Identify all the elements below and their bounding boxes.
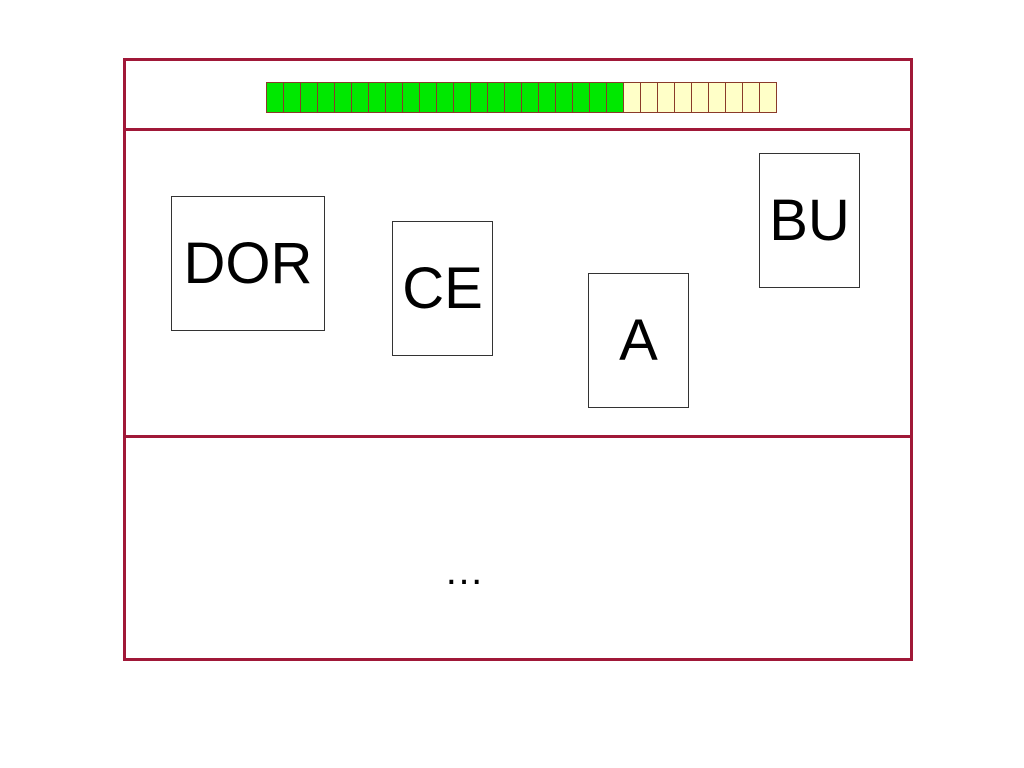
progress-segment-empty	[692, 82, 709, 113]
continuation-ellipsis: …	[444, 549, 486, 593]
card-dor: DOR	[171, 196, 325, 331]
progress-segment-filled	[471, 82, 488, 113]
progress-segment-empty	[743, 82, 760, 113]
progress-segment-filled	[556, 82, 573, 113]
progress-bar	[266, 82, 777, 113]
progress-segment-filled	[437, 82, 454, 113]
bottom-divider	[126, 435, 910, 438]
progress-segment-filled	[386, 82, 403, 113]
progress-segment-filled	[335, 82, 352, 113]
progress-segment-empty	[726, 82, 743, 113]
progress-segment-filled	[267, 82, 284, 113]
progress-segment-filled	[420, 82, 437, 113]
progress-segment-empty	[709, 82, 726, 113]
progress-segment-empty	[641, 82, 658, 113]
card-label: A	[619, 307, 658, 373]
progress-segment-empty	[675, 82, 692, 113]
progress-segment-empty	[760, 82, 777, 113]
top-divider	[126, 128, 910, 131]
progress-segment-filled	[573, 82, 590, 113]
progress-segment-filled	[539, 82, 556, 113]
card-ce: CE	[392, 221, 493, 356]
progress-segment-filled	[454, 82, 471, 113]
progress-segment-filled	[590, 82, 607, 113]
progress-segment-filled	[352, 82, 369, 113]
progress-segment-filled	[522, 82, 539, 113]
progress-segment-filled	[301, 82, 318, 113]
progress-segment-filled	[369, 82, 386, 113]
progress-segment-filled	[607, 82, 624, 113]
progress-segment-filled	[403, 82, 420, 113]
card-a: A	[588, 273, 689, 408]
progress-segment-filled	[284, 82, 301, 113]
progress-segment-filled	[505, 82, 522, 113]
diagram-frame: DOR CE A BU …	[123, 58, 913, 661]
progress-segment-filled	[318, 82, 335, 113]
progress-segment-empty	[658, 82, 675, 113]
card-label: CE	[402, 255, 483, 321]
card-label: BU	[769, 187, 850, 253]
progress-segment-filled	[488, 82, 505, 113]
card-label: DOR	[183, 230, 313, 296]
card-bu: BU	[759, 153, 860, 288]
progress-segment-empty	[624, 82, 641, 113]
